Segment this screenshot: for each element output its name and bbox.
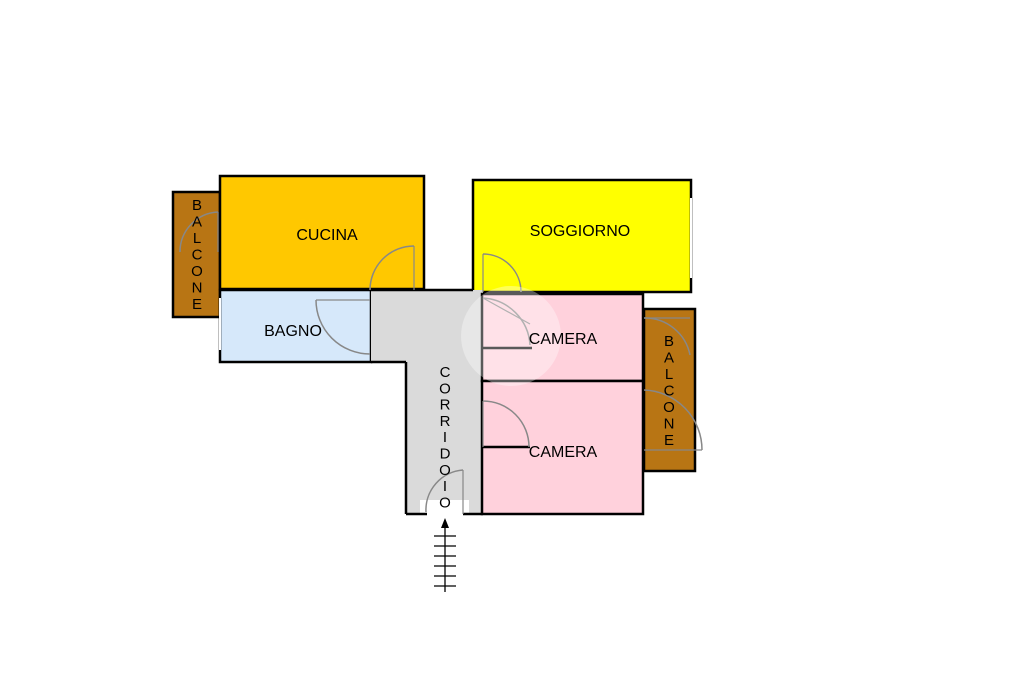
door-swing-icon — [425, 469, 464, 513]
label-letter: N — [192, 280, 203, 297]
label-letter: A — [192, 214, 202, 231]
label-letter: O — [439, 494, 451, 511]
label-letter: C — [440, 364, 451, 381]
label-letter: I — [443, 429, 447, 446]
label-letter: L — [193, 230, 201, 247]
label-letter: O — [439, 380, 451, 397]
label-letter: A — [664, 350, 674, 367]
label-letter: N — [664, 416, 675, 433]
door-swing-icon — [482, 297, 531, 346]
label-letter: I — [443, 478, 447, 495]
balcony-right — [642, 307, 697, 473]
label-letter: C — [192, 247, 203, 264]
door-swing-icon — [482, 253, 522, 293]
room-kitchen — [218, 174, 426, 291]
label-letter: D — [440, 446, 451, 463]
windows — [219, 198, 692, 350]
label-letter: E — [192, 296, 202, 313]
label-bedroom-bottom: CAMERA — [529, 444, 598, 461]
door-swing-icon — [369, 245, 415, 291]
room-bedroom-top — [480, 292, 645, 383]
label-letter: E — [664, 432, 674, 449]
label-letter: R — [440, 397, 451, 414]
door-swings — [179, 211, 703, 514]
partition-walls — [482, 346, 532, 449]
corridor-walls — [371, 288, 483, 516]
label-letter: O — [439, 462, 451, 479]
door-swing-icon — [482, 400, 530, 448]
label-bedroom-top: CAMERA — [529, 331, 598, 348]
label-letter: O — [663, 399, 675, 416]
door-swing-icon — [179, 211, 219, 253]
label-kitchen: CUCINA — [296, 227, 358, 244]
door-swing-icon — [643, 317, 691, 356]
label-letter: R — [440, 413, 451, 430]
label-living: SOGGIORNO — [530, 223, 630, 240]
label-letter: B — [664, 333, 674, 350]
corridor — [371, 290, 483, 514]
label-letter: L — [665, 366, 673, 383]
label-bathroom: BAGNO — [264, 323, 322, 340]
room-bathroom — [218, 288, 373, 364]
label-letter: B — [192, 197, 202, 214]
stair-arrow-icon — [434, 518, 456, 592]
label-letter: O — [191, 263, 203, 280]
door-swing-icon — [315, 299, 371, 355]
door-swing-icon — [643, 389, 703, 451]
label-letter: C — [664, 383, 675, 400]
highlight-marker — [461, 286, 561, 386]
